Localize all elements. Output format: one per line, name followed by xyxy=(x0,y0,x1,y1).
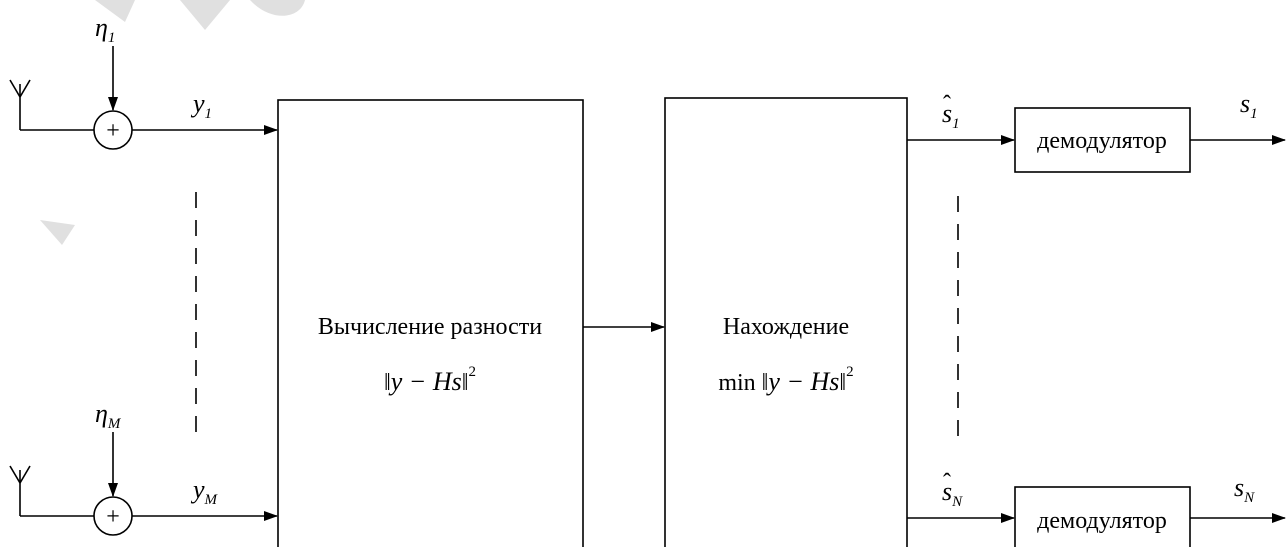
watermark-shapes xyxy=(40,0,305,245)
estimate-1-label: s1 xyxy=(942,99,960,132)
adder-m-symbol: + xyxy=(106,504,120,530)
output-1-label: s1 xyxy=(1240,89,1258,122)
difference-block-formula: ‖y − Hs‖2 xyxy=(384,364,476,396)
minimum-block-formula: min‖y − Hs‖2 xyxy=(718,364,853,396)
demodulator-n-label: демодулятор xyxy=(1037,508,1167,534)
antenna-m xyxy=(9,465,31,516)
estimate-n-hat: ˆ xyxy=(943,470,951,496)
noise-m-label: ηM xyxy=(95,399,122,432)
adder-1-symbol: + xyxy=(106,118,120,144)
noise-1-label: η1 xyxy=(95,13,115,46)
signal-y1-label: y1 xyxy=(190,89,212,122)
estimate-n-label: sN xyxy=(942,477,963,510)
antenna-1 xyxy=(9,79,31,130)
signal-ym-label: yM xyxy=(190,475,219,508)
minimum-block-title: Нахождение xyxy=(723,314,849,340)
difference-block xyxy=(277,99,584,547)
difference-block-title: Вычисление разности xyxy=(318,314,542,340)
minimum-block xyxy=(664,97,908,547)
estimate-1-hat: ˆ xyxy=(943,92,951,118)
demodulator-1 xyxy=(1014,107,1191,173)
output-n-label: sN xyxy=(1234,473,1255,506)
demodulator-1-label: демодулятор xyxy=(1037,128,1167,154)
